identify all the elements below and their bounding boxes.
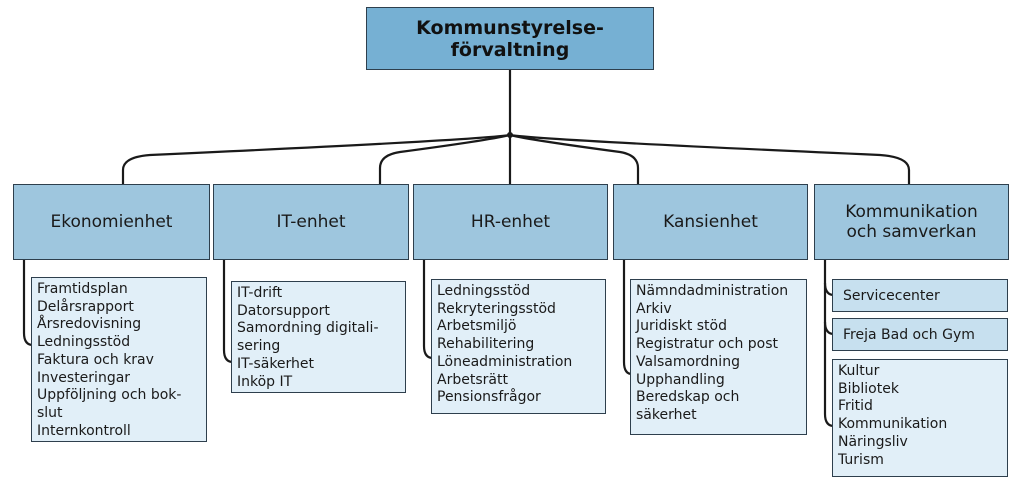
unit-label: Ekonomienhet xyxy=(50,212,173,232)
list-item: Löneadministration xyxy=(437,353,573,370)
list-item: Rekryteringsstöd xyxy=(437,300,556,317)
list-item: Kommunikation xyxy=(838,416,948,433)
list-item: Delårsrapport xyxy=(37,298,134,315)
list-item: Inköp IT xyxy=(237,373,293,390)
list-item: Arbetsmiljö xyxy=(437,318,517,335)
list-item: Pensionsfrågor xyxy=(437,389,541,406)
list-item: Framtidsplan xyxy=(37,281,128,297)
branch-ekonomienhet xyxy=(121,133,511,184)
list-item: IT-säkerhet xyxy=(237,355,315,372)
unit-label: Kommunikation och samverkan xyxy=(845,202,978,242)
list-item: Samordning digitali- sering xyxy=(237,320,379,355)
list-box-kansienhet: Nämndadministration Arkiv Juridiskt stöd… xyxy=(630,279,807,435)
unit-label: IT-enhet xyxy=(276,212,346,232)
subunit-box-servicecenter: Servicecenter xyxy=(832,279,1008,312)
list-item: Datorsupport xyxy=(237,302,330,319)
list-box-hr-enhet: Ledningsstöd Rekryteringsstöd Arbetsmilj… xyxy=(431,279,606,414)
list-item: IT-drift xyxy=(237,285,283,301)
list-item: Investeringar xyxy=(37,369,131,386)
list-item: Upphandling xyxy=(636,371,725,388)
list-item: Valsamordning xyxy=(636,353,740,370)
list-item: Nämndadministration xyxy=(636,283,789,299)
subunit-box-freja-bad-och-gym: Freja Bad och Gym xyxy=(832,318,1008,351)
unit-label: HR-enhet xyxy=(470,212,551,232)
branch-kansienhet xyxy=(509,133,640,184)
list-item: Arbetsrätt xyxy=(437,371,508,388)
list-item: Faktura och krav xyxy=(37,351,154,368)
list-item: Fritid xyxy=(838,398,873,415)
list-item: Näringsliv xyxy=(838,433,908,450)
list-item: Internkontroll xyxy=(37,422,131,439)
list-item: Rehabilitering xyxy=(437,336,535,353)
list-item: Bibliotek xyxy=(838,380,899,397)
subunit-label: Servicecenter xyxy=(843,287,940,304)
branch-it-enhet xyxy=(378,133,511,184)
list-item: Årsredovisning xyxy=(37,316,142,333)
unit-box-hr-enhet: HR-enhet xyxy=(413,184,608,260)
list-item: Arkiv xyxy=(636,300,672,317)
list-item: Beredskap och säkerhet xyxy=(636,389,740,423)
list-item: Uppföljning och bok- slut xyxy=(37,387,182,421)
subunit-label: Freja Bad och Gym xyxy=(843,326,975,343)
branch-kommunikation xyxy=(509,133,911,184)
list-box-ekonomienhet: Framtidsplan Delårsrapport Årsredovisnin… xyxy=(31,277,207,442)
list-item: Registratur och post xyxy=(636,336,778,353)
unit-box-kommunikation-och-samverkan: Kommunikation och samverkan xyxy=(814,184,1009,260)
list-item: Kultur xyxy=(838,363,880,379)
list-box-it-enhet: IT-drift Datorsupport Samordning digital… xyxy=(231,281,406,393)
list-item: Turism xyxy=(838,451,884,468)
list-item: Juridiskt stöd xyxy=(636,318,727,335)
unit-box-ekonomienhet: Ekonomienhet xyxy=(13,184,210,260)
root-box-kommunstyrelseforvaltning: Kommunstyrelse- förvaltning xyxy=(366,7,654,70)
list-item: Ledningsstöd xyxy=(437,283,531,299)
unit-label: Kansienhet xyxy=(663,212,758,232)
list-item: Ledningsstöd xyxy=(37,334,131,351)
root-label: Kommunstyrelse- förvaltning xyxy=(416,16,604,61)
unit-box-kansienhet: Kansienhet xyxy=(613,184,808,260)
list-box-kommunikation-och-samverkan: Kultur Bibliotek Fritid Kommunikation Nä… xyxy=(832,359,1008,477)
unit-box-it-enhet: IT-enhet xyxy=(213,184,409,260)
